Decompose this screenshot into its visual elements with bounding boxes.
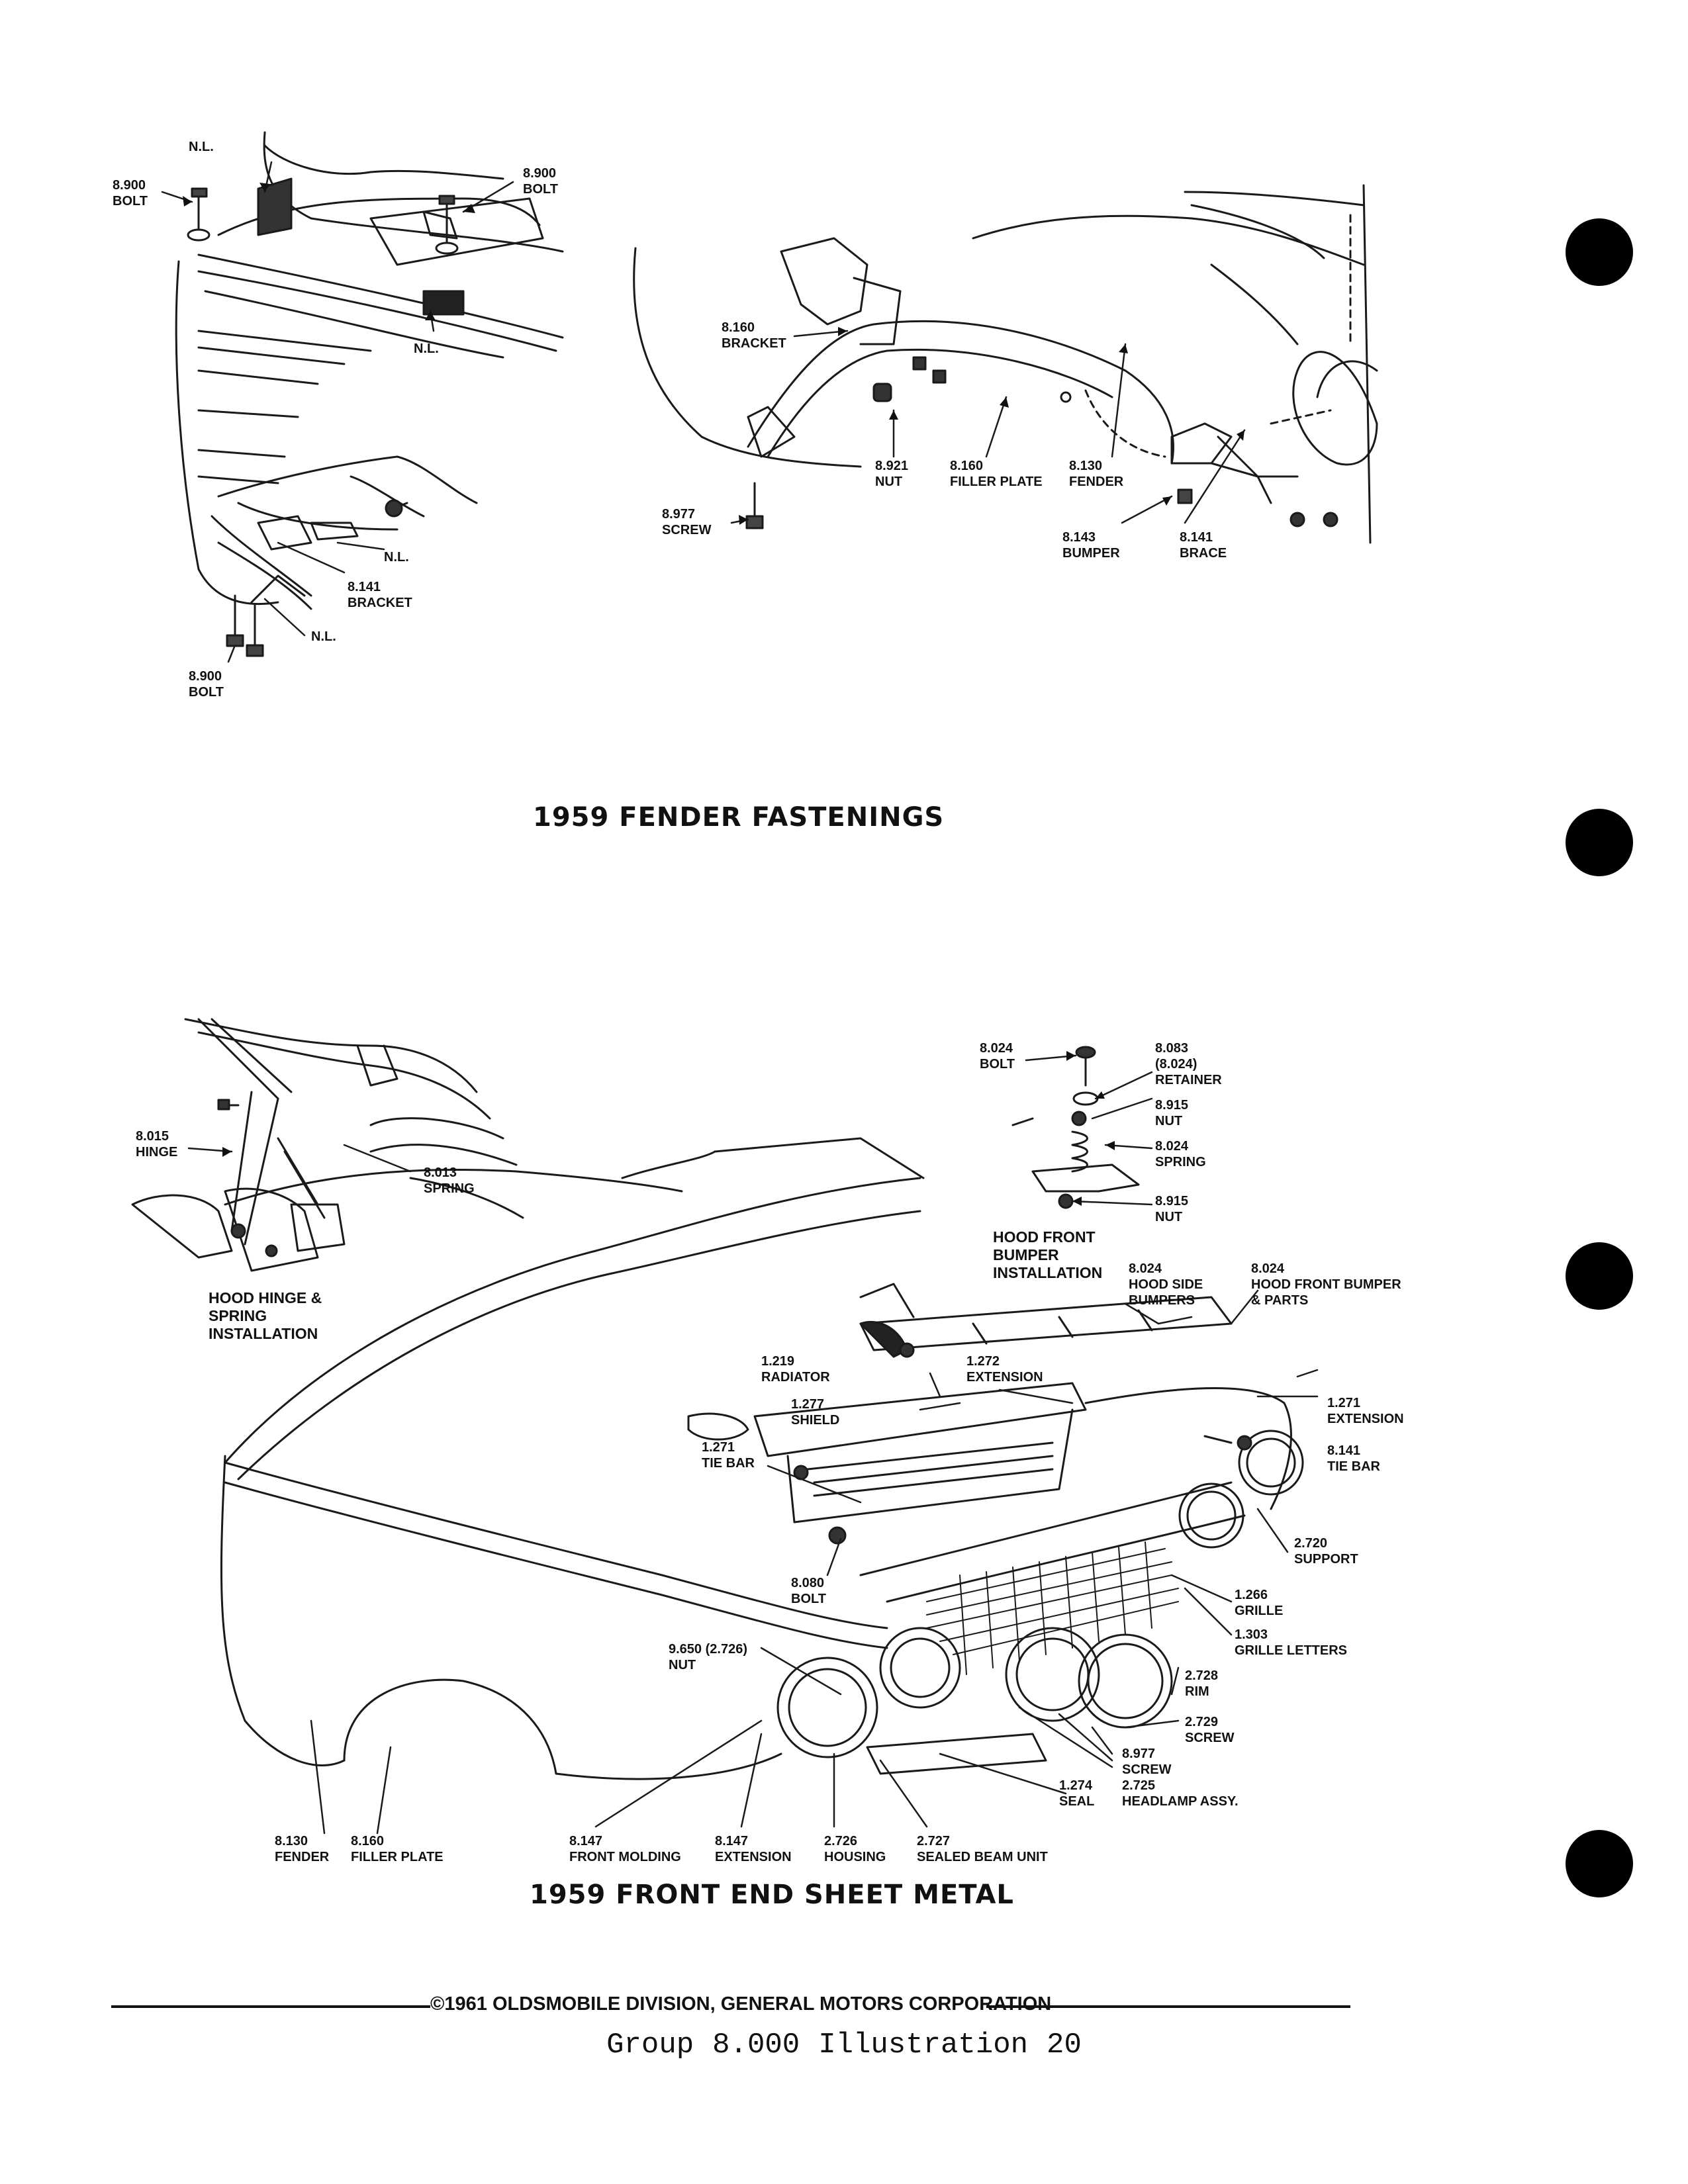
hood-hinge-illustration [131, 1018, 524, 1272]
footer-copyright: ©1961 OLDSMOBILE DIVISION, GENERAL MOTOR… [430, 1993, 1052, 2015]
footer-illustration-value: 20 [1047, 2028, 1082, 2062]
arrow-heads [183, 183, 1244, 1206]
footer-group-value: 8.000 [712, 2028, 800, 2062]
label-nl-top: N.L. [189, 140, 214, 154]
title-front-end-sheet-metal: 1959 FRONT END SHEET METAL [530, 1880, 1014, 1910]
footer-reference: Group 8.000 Illustration 20 [0, 2028, 1688, 2062]
binder-hole-4 [1566, 1830, 1633, 1897]
footer-rule-right [986, 2005, 1350, 2008]
binder-hole-1 [1566, 218, 1633, 286]
binder-hole-3 [1566, 1242, 1633, 1310]
leader-lines-bottom [187, 1054, 1319, 1835]
footer-illustration-label: Illustration [818, 2028, 1029, 2062]
binder-hole-2 [1566, 809, 1633, 876]
leader-lines-top [161, 161, 1246, 663]
label-retainer: 8.083(8.024)RETAINER [1155, 1041, 1222, 1087]
footer-group-label: Group [606, 2028, 694, 2062]
label-nl-mid: N.L. [414, 341, 439, 356]
hood-bumper-illustration [1011, 1046, 1140, 1209]
label-nut-bottom: 9.650 (2.726)NUT [669, 1642, 747, 1672]
front-end-main-view [220, 1137, 1304, 1780]
title-fender-fastenings: 1959 FENDER FASTENINGS [533, 802, 945, 833]
footer-rule-left [111, 2005, 430, 2008]
label-nl-lower2: N.L. [311, 629, 336, 644]
label-nl-lower1: N.L. [384, 550, 409, 565]
fender-detail-left [175, 131, 564, 657]
